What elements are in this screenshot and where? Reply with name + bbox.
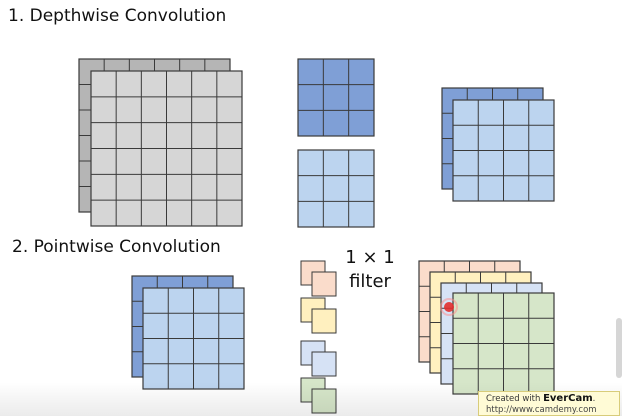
filter-peach-front	[311, 271, 337, 297]
depthwise-heading: 1. Depthwise Convolution	[8, 6, 227, 26]
filter-size-text: 1 × 1	[345, 247, 395, 268]
depthwise-filter-light-grid	[297, 149, 375, 228]
pointwise-output-green-grid	[452, 292, 555, 395]
depthwise-filter-dark-grid	[297, 58, 375, 137]
laser-pointer-dot	[444, 302, 454, 312]
watermark-url: http://www.camdemy.com	[486, 405, 597, 415]
watermark-brand: EverCam	[543, 393, 593, 404]
depthwise-output-front-grid	[452, 99, 555, 202]
watermark-suffix: .	[592, 394, 596, 404]
input-volume-front-grid	[90, 70, 243, 227]
filter-pale-blue-front	[311, 351, 337, 377]
filter-yellow-front	[311, 308, 337, 334]
filter-label: 1 × 1 filter	[330, 246, 410, 294]
filter-word-text: filter	[349, 271, 391, 292]
pointwise-input-front-grid	[142, 287, 245, 390]
filter-green-front	[311, 388, 337, 414]
laser-pointer-glow	[440, 298, 458, 316]
watermark-prefix: Created with	[486, 394, 544, 404]
pointwise-heading: 2. Pointwise Convolution	[12, 237, 221, 257]
evercam-watermark: Created with EverCam. http://www.camdemy…	[478, 391, 620, 416]
scrollbar[interactable]	[616, 318, 622, 378]
